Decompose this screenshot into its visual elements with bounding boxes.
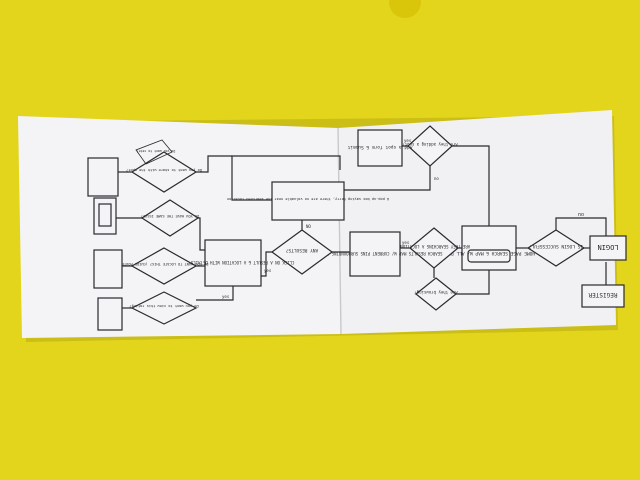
node-login-success [526, 229, 586, 267]
paper-fold [337, 127, 342, 335]
flowchart: REGISTER LOGIN IS LOGIN SUCCESSFUL? no H… [87, 125, 627, 331]
phone-sketch-screen [98, 203, 112, 227]
label-browsing: Are they browsing? [414, 290, 458, 295]
edge-browsing-home [456, 270, 490, 295]
node-browsing [415, 277, 457, 311]
edge-any-click [261, 251, 272, 277]
label-search-results: SEARCH RESULTS MAP W/ CURRENT PINS SURRO… [307, 251, 442, 256]
edge-login-fail [555, 217, 607, 236]
node-click-result [204, 239, 262, 287]
label-rate: Do you want to rate? [137, 149, 175, 153]
edge-home-adding [452, 145, 490, 226]
edge-label-yes-4: yes [222, 294, 230, 299]
node-phone-sketch [93, 197, 117, 235]
node-rate [135, 139, 173, 165]
label-register: REGISTER [588, 291, 617, 298]
edge-label-yes-3: yes [264, 268, 272, 273]
home-page-title-frame [467, 249, 511, 263]
node-login [589, 235, 627, 261]
node-want-locate [130, 247, 198, 285]
edge-share-top [196, 155, 232, 173]
node-search-results [349, 231, 401, 277]
node-any-results [270, 229, 334, 275]
label-any-results: ANY RESULTS? [285, 247, 318, 253]
node-same-issue [140, 199, 200, 237]
paper-sheet-right [338, 110, 616, 334]
label-add-spot-form: Add a spot form & Submit [347, 144, 412, 150]
node-share-terminal [87, 157, 119, 197]
edge-label-yes-2: yes [402, 240, 410, 245]
node-view-rating [130, 291, 198, 325]
edge-label-yes-1: yes [404, 138, 412, 143]
label-searching-location: ARE THEY SEARCHING A LOCATION? [397, 244, 470, 249]
yellow-object-top [389, 0, 421, 18]
edge-label-no-1: no [578, 212, 584, 218]
label-same-issue: DO YOU HAVE THE SAME ISSUE? [141, 214, 199, 218]
label-home-page: HOME PAGE SEARCH & MAP W/ ALL PINS [443, 250, 535, 256]
label-click-result: CLICK ON A RESULT & A LOCATION WITH DETA… [171, 260, 294, 265]
edge-label-no-3: NO [306, 224, 311, 229]
label-adding-spot: Are they adding a spot? [402, 142, 458, 147]
label-login: LOGIN [597, 243, 618, 251]
node-share [130, 151, 198, 193]
node-register [581, 284, 625, 308]
node-locate-terminal [93, 249, 123, 289]
node-no-results-popup [271, 181, 345, 221]
label-view-rating: Do you want to view this rating? [129, 304, 198, 308]
label-share: Do you want to share with the spot? [126, 168, 202, 172]
label-want-locate: DO YOU WANT TO LOCATE THIS? (GUIDE ROUTE… [120, 262, 209, 266]
edge-click-view [196, 286, 234, 301]
node-rating-terminal [97, 297, 123, 331]
edge-label-no-2: no [434, 176, 439, 181]
node-add-spot-form [357, 129, 403, 167]
label-no-results-popup: A pop-up box saying Sorry, there are no … [227, 197, 389, 201]
label-login-success: IS LOGIN SUCCESSFUL? [529, 243, 583, 249]
edge-click-same [198, 217, 205, 251]
